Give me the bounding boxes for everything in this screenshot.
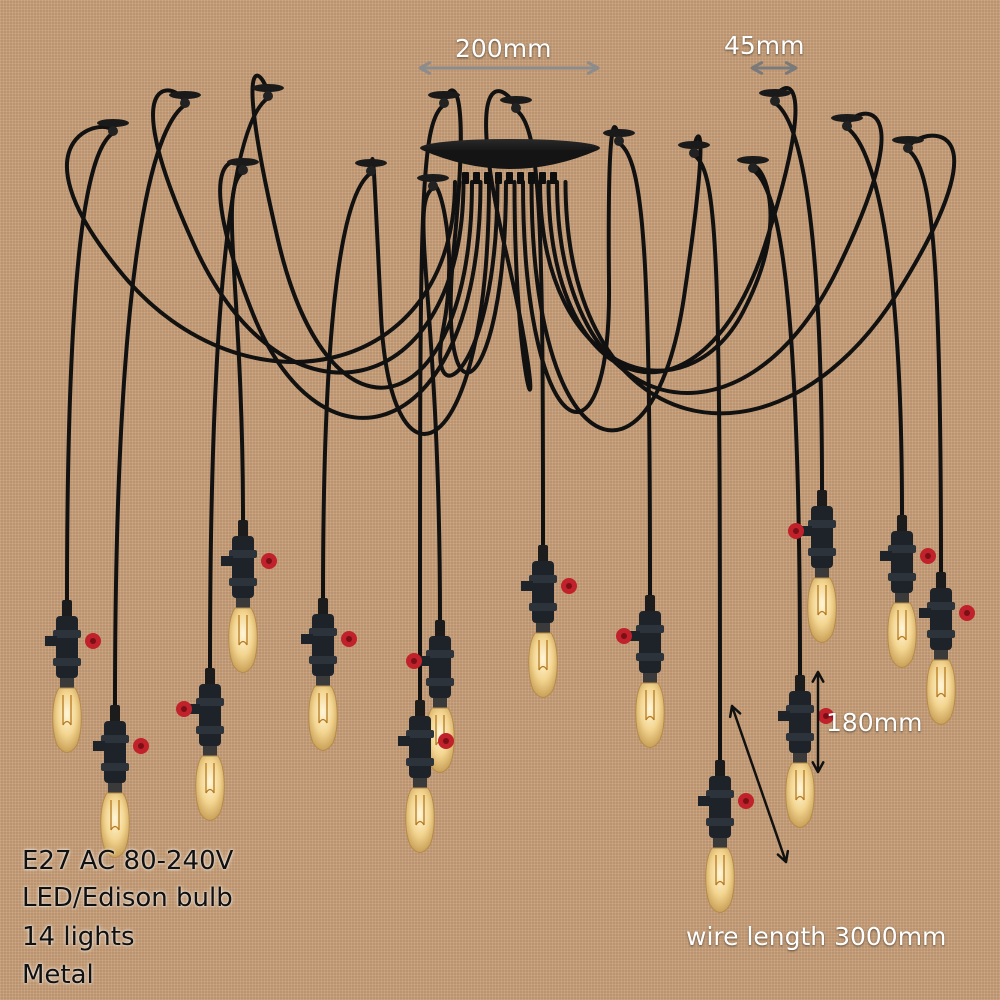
wire-grip bbox=[495, 172, 502, 184]
wire bbox=[538, 164, 802, 677]
wire-grip bbox=[462, 172, 469, 184]
ceiling-hook-plate bbox=[227, 158, 259, 166]
wires bbox=[65, 73, 957, 762]
edison-bulb-icon bbox=[887, 602, 917, 668]
wire bbox=[321, 157, 491, 600]
edison-bulb-icon bbox=[195, 755, 225, 821]
socket-length-label: 180mm bbox=[826, 708, 923, 737]
ceiling-hook-plate bbox=[500, 96, 532, 104]
ceiling-hook-icon bbox=[366, 166, 376, 176]
dimension-arrow bbox=[750, 61, 798, 75]
ceiling-hook-plate bbox=[428, 91, 460, 99]
ceiling-hook-icon bbox=[180, 98, 190, 108]
spec-bulb-type: LED/Edison bulb bbox=[22, 883, 233, 913]
pendant-lamp bbox=[778, 675, 834, 828]
pendant-lamp bbox=[698, 760, 754, 913]
dimension-arrow bbox=[728, 704, 790, 864]
edison-bulb-icon bbox=[228, 607, 258, 673]
wire bbox=[484, 89, 545, 547]
pendant-lamp bbox=[45, 600, 101, 753]
wire-grip bbox=[506, 172, 513, 184]
canopy-diameter-label: 200mm bbox=[455, 34, 552, 63]
wire bbox=[521, 124, 652, 597]
ceiling-hooks bbox=[97, 84, 924, 191]
spec-material: Metal bbox=[22, 960, 94, 990]
pendant-lamp bbox=[919, 572, 975, 725]
ceiling-hook-plate bbox=[678, 141, 710, 149]
ceiling-hook-plate bbox=[892, 136, 924, 144]
ceiling-hook-plate bbox=[759, 89, 791, 97]
wire bbox=[65, 124, 457, 602]
ceiling-hook-icon bbox=[428, 181, 438, 191]
wire-grip bbox=[484, 172, 491, 184]
ceiling-hook-icon bbox=[108, 126, 118, 136]
wire-grip bbox=[528, 172, 535, 184]
edison-bulb-icon bbox=[405, 787, 435, 853]
ceiling-hook-icon bbox=[614, 136, 624, 146]
ceiling-hook-icon bbox=[439, 98, 449, 108]
edison-bulb-icon bbox=[785, 762, 815, 828]
wire bbox=[113, 88, 466, 707]
pendant-lamp bbox=[880, 515, 936, 668]
pendant-lamp bbox=[176, 668, 225, 821]
ceiling-hook-plate bbox=[831, 114, 863, 122]
wire-grip bbox=[539, 172, 546, 184]
pendants bbox=[45, 490, 975, 913]
ceiling-hook-plate bbox=[737, 156, 769, 164]
edison-bulb-icon bbox=[705, 847, 735, 913]
edison-bulb-icon bbox=[52, 687, 82, 753]
ceiling-hook-icon bbox=[770, 96, 780, 106]
edison-bulb-icon bbox=[308, 685, 338, 751]
ceiling-hook-icon bbox=[903, 143, 913, 153]
pendant-lamp bbox=[398, 700, 454, 853]
edison-bulb-icon bbox=[100, 792, 130, 858]
wire bbox=[421, 180, 500, 622]
edison-bulb-icon bbox=[926, 659, 956, 725]
ceiling-hook-icon bbox=[263, 91, 273, 101]
pendant-lamp bbox=[93, 705, 149, 858]
dimension-arrow bbox=[418, 61, 600, 75]
dimension-arrows bbox=[418, 61, 825, 864]
wire bbox=[218, 160, 483, 522]
pendant-lamp bbox=[788, 490, 837, 643]
wire-grip bbox=[550, 172, 557, 184]
wire-length-label: wire length 3000mm bbox=[686, 922, 947, 951]
ceiling-hook-plate bbox=[97, 119, 129, 127]
wire-grip bbox=[517, 172, 524, 184]
ceiling-hook-icon bbox=[238, 165, 248, 175]
spec-socket-voltage: E27 AC 80-240V bbox=[22, 846, 234, 876]
pendant-lamp bbox=[616, 595, 665, 748]
wire bbox=[555, 111, 904, 517]
pendant-lamp bbox=[221, 520, 277, 673]
ceiling-canopy bbox=[420, 139, 600, 184]
spec-light-count: 14 lights bbox=[22, 922, 135, 952]
ceiling-hook-plate bbox=[252, 84, 284, 92]
ceiling-hook-plate bbox=[603, 129, 635, 137]
dimension-arrow bbox=[811, 670, 825, 774]
ceiling-hook-plate bbox=[355, 159, 387, 167]
ceiling-hook-plate bbox=[169, 91, 201, 99]
ceiling-hook-icon bbox=[842, 121, 852, 131]
pendant-lamp bbox=[406, 620, 455, 773]
wire bbox=[563, 133, 957, 574]
holder-diameter-label: 45mm bbox=[724, 31, 805, 60]
pendant-lamp bbox=[301, 598, 357, 751]
pendant-lamp bbox=[521, 545, 577, 698]
ceiling-hook-icon bbox=[689, 148, 699, 158]
ceiling-hook-plate bbox=[417, 174, 449, 182]
canopy-body bbox=[422, 150, 598, 169]
ceiling-hook-icon bbox=[748, 163, 758, 173]
edison-bulb-icon bbox=[807, 577, 837, 643]
edison-bulb-icon bbox=[635, 682, 665, 748]
wire-grip bbox=[473, 172, 480, 184]
edison-bulb-icon bbox=[528, 632, 558, 698]
ceiling-hook-icon bbox=[511, 103, 521, 113]
